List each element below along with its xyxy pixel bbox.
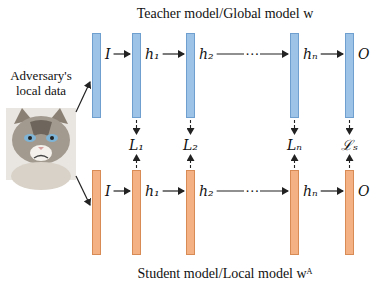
layer-label: hₙ	[303, 33, 318, 63]
data-label: Adversary's local data	[1, 68, 81, 98]
layer-bar-shape	[290, 170, 299, 255]
layer-label: h₂	[199, 33, 214, 63]
layer-label: h₁	[145, 33, 160, 63]
caption: Student model/Local model wᴬ	[137, 266, 312, 282]
flow-arrow	[114, 53, 130, 54]
loss-label: Lₙ	[287, 137, 302, 153]
title: Teacher model/Global model w	[137, 6, 314, 22]
layer-bar: I	[92, 33, 113, 118]
layer-bar-shape	[92, 33, 101, 118]
ellipsis-label: …	[244, 44, 260, 58]
layer-bar: h₂	[186, 170, 216, 255]
input-arrow	[76, 82, 90, 112]
layer-bar-shape	[132, 33, 141, 118]
layer-label: h₂	[199, 170, 214, 200]
layer-bar-shape	[186, 170, 195, 255]
layer-bar: hₙ	[290, 33, 320, 118]
layer-label: I	[105, 170, 111, 200]
layer-bar-shape	[132, 170, 141, 255]
layer-bar-shape	[290, 33, 299, 118]
flow-arrow	[163, 53, 184, 54]
loss-label: L₂	[183, 137, 198, 153]
loss-label: L₁	[129, 137, 144, 153]
ellipsis-label: …	[244, 181, 260, 195]
layer-bar-shape	[345, 33, 354, 118]
layer-bar: h₁	[132, 33, 162, 118]
layer-bar-shape	[186, 33, 195, 118]
layer-label: O	[358, 33, 369, 63]
flow-arrow	[321, 53, 343, 54]
flow-arrow	[114, 190, 130, 191]
layer-label: I	[105, 33, 111, 63]
layer-label: h₁	[145, 170, 160, 200]
layer-bar: I	[92, 170, 113, 255]
layer-bar: O	[345, 33, 371, 118]
input-arrow	[76, 176, 90, 205]
loss-arrows	[137, 120, 350, 168]
layer-bar: h₁	[132, 170, 162, 255]
loss-label: ℒₛ	[341, 137, 358, 153]
layer-label: O	[358, 170, 369, 200]
layer-bar: hₙ	[290, 170, 320, 255]
layer-bar: O	[345, 170, 371, 255]
layer-label: hₙ	[303, 170, 318, 200]
layer-bar-shape	[345, 170, 354, 255]
layer-bar: h₂	[186, 33, 216, 118]
cat-image	[6, 108, 76, 190]
layer-bar-shape	[92, 170, 101, 255]
flow-arrow	[163, 190, 184, 191]
flow-arrow	[321, 190, 343, 191]
